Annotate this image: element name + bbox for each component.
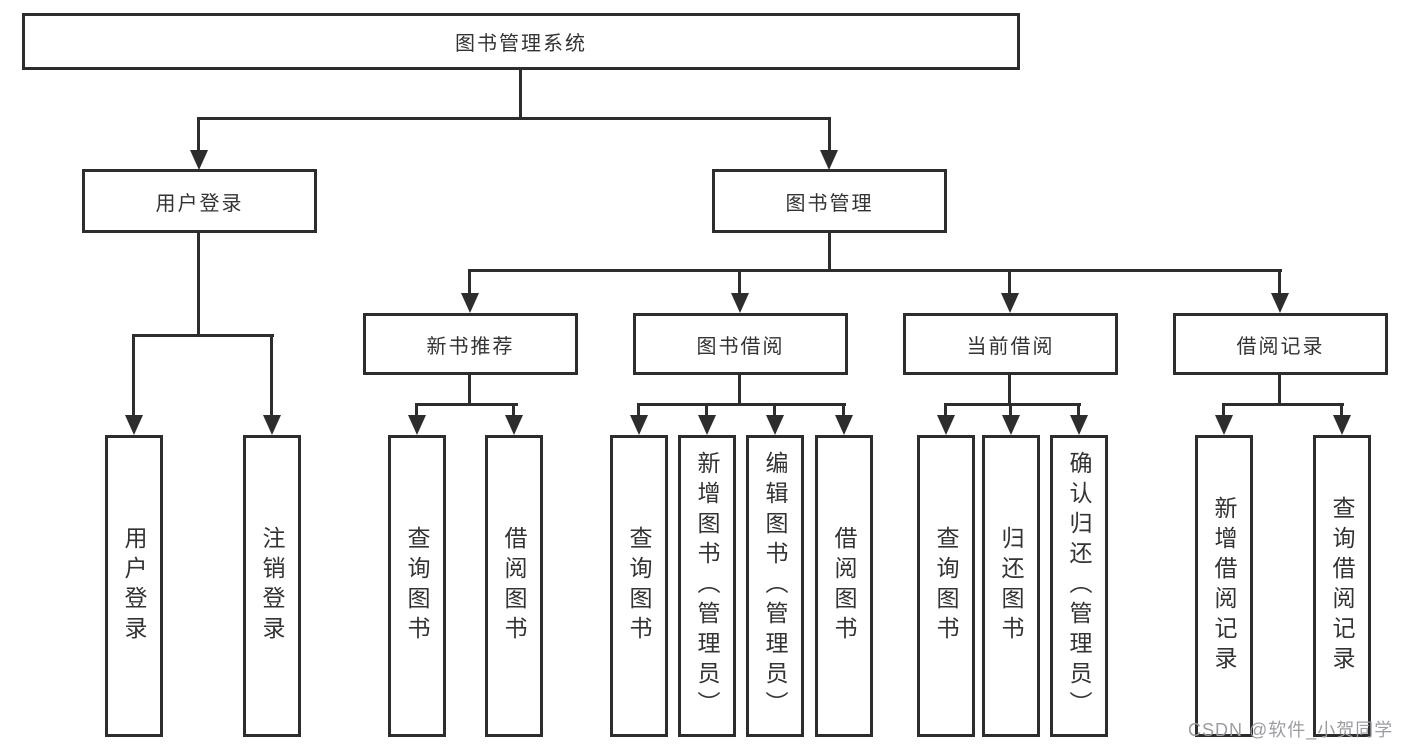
node-leaf-logout: 注销登录	[243, 435, 301, 737]
connector	[1008, 375, 1011, 406]
connector	[197, 117, 200, 152]
node-label: 图书借阅	[696, 335, 785, 358]
connector	[1009, 403, 1012, 419]
node-label: 注销登录	[259, 526, 285, 646]
connector	[828, 233, 831, 271]
node-leaf-borrow-books-1: 借阅图书	[485, 435, 543, 737]
node-label: 用户登录	[121, 526, 147, 646]
arrowhead	[820, 150, 838, 170]
connector	[637, 403, 640, 419]
node-user-login: 用户登录	[82, 169, 317, 233]
arrowhead	[1001, 293, 1019, 313]
connector	[738, 269, 741, 295]
node-label: 确认归还（管理员）	[1066, 451, 1092, 721]
node-label: 借阅图书	[501, 526, 527, 646]
arrowhead	[1215, 415, 1233, 435]
node-leaf-add-book-admin: 新增图书（管理员）	[678, 435, 736, 737]
node-leaf-query-books-1: 查询图书	[388, 435, 446, 737]
arrowhead	[461, 293, 479, 313]
connector	[944, 403, 947, 419]
node-label: 借阅图书	[831, 526, 857, 646]
connector	[705, 403, 708, 419]
arrowhead	[263, 415, 281, 435]
arrowhead	[1271, 293, 1289, 313]
node-leaf-query-books-2: 查询图书	[610, 435, 668, 737]
node-leaf-confirm-return-admin: 确认归还（管理员）	[1050, 435, 1108, 737]
node-label: 新增借阅记录	[1211, 496, 1237, 676]
arrowhead	[731, 293, 749, 313]
connector	[1222, 403, 1225, 419]
connector	[1077, 403, 1080, 419]
arrowhead	[1333, 415, 1351, 435]
watermark-text: CSDN @软件_小贺同学	[1188, 720, 1394, 740]
connector	[132, 334, 135, 418]
connector	[468, 269, 471, 295]
node-leaf-return-book: 归还图书	[982, 435, 1040, 737]
connector	[1278, 375, 1281, 406]
connector	[1340, 403, 1343, 419]
node-root: 图书管理系统	[22, 13, 1020, 70]
arrowhead	[630, 415, 648, 435]
node-label: 图书管理	[785, 192, 874, 215]
arrowhead	[698, 415, 716, 435]
node-label: 查询图书	[933, 526, 959, 646]
connector	[828, 117, 831, 152]
arrowhead	[766, 415, 784, 435]
node-new-book-recommend: 新书推荐	[363, 313, 578, 375]
arrowhead	[835, 415, 853, 435]
node-current-borrow: 当前借阅	[903, 313, 1118, 375]
node-book-management: 图书管理	[712, 169, 947, 233]
node-root-label: 图书管理系统	[455, 33, 587, 55]
node-leaf-user-login: 用户登录	[105, 435, 163, 737]
node-leaf-borrow-books-2: 借阅图书	[815, 435, 873, 737]
connector	[738, 375, 741, 406]
arrowhead	[505, 415, 523, 435]
node-label: 借阅记录	[1236, 335, 1325, 358]
connector	[1008, 269, 1011, 295]
node-label: 用户登录	[155, 192, 244, 215]
node-label: 新增图书（管理员）	[694, 451, 720, 721]
node-leaf-edit-book-admin: 编辑图书（管理员）	[746, 435, 804, 737]
connector	[1278, 269, 1281, 295]
connector	[773, 403, 776, 419]
node-leaf-add-borrow-record: 新增借阅记录	[1195, 435, 1253, 737]
connector	[842, 403, 845, 419]
node-leaf-query-borrow-record: 查询借阅记录	[1313, 435, 1371, 737]
arrowhead	[937, 415, 955, 435]
arrowhead	[125, 415, 143, 435]
node-label: 新书推荐	[426, 335, 515, 358]
connector	[197, 117, 831, 120]
node-book-borrow: 图书借阅	[633, 313, 848, 375]
connector	[415, 403, 418, 419]
connector	[415, 403, 518, 406]
connector	[944, 403, 1081, 406]
node-label: 编辑图书（管理员）	[762, 451, 788, 721]
arrowhead	[1002, 415, 1020, 435]
arrowhead	[408, 415, 426, 435]
arrowhead	[190, 150, 208, 170]
node-label: 查询借阅记录	[1329, 496, 1355, 676]
connector	[270, 334, 273, 418]
connector	[637, 403, 846, 406]
node-label: 归还图书	[998, 526, 1024, 646]
node-leaf-query-books-3: 查询图书	[917, 435, 975, 737]
node-label: 当前借阅	[966, 335, 1055, 358]
connector	[1222, 403, 1344, 406]
node-label: 查询图书	[404, 526, 430, 646]
node-borrow-records: 借阅记录	[1173, 313, 1388, 375]
connector	[512, 403, 515, 419]
connector	[468, 375, 471, 406]
connector	[468, 269, 1282, 272]
connector	[519, 70, 522, 119]
arrowhead	[1070, 415, 1088, 435]
node-label: 查询图书	[626, 526, 652, 646]
connector	[132, 334, 274, 337]
connector	[197, 233, 200, 336]
